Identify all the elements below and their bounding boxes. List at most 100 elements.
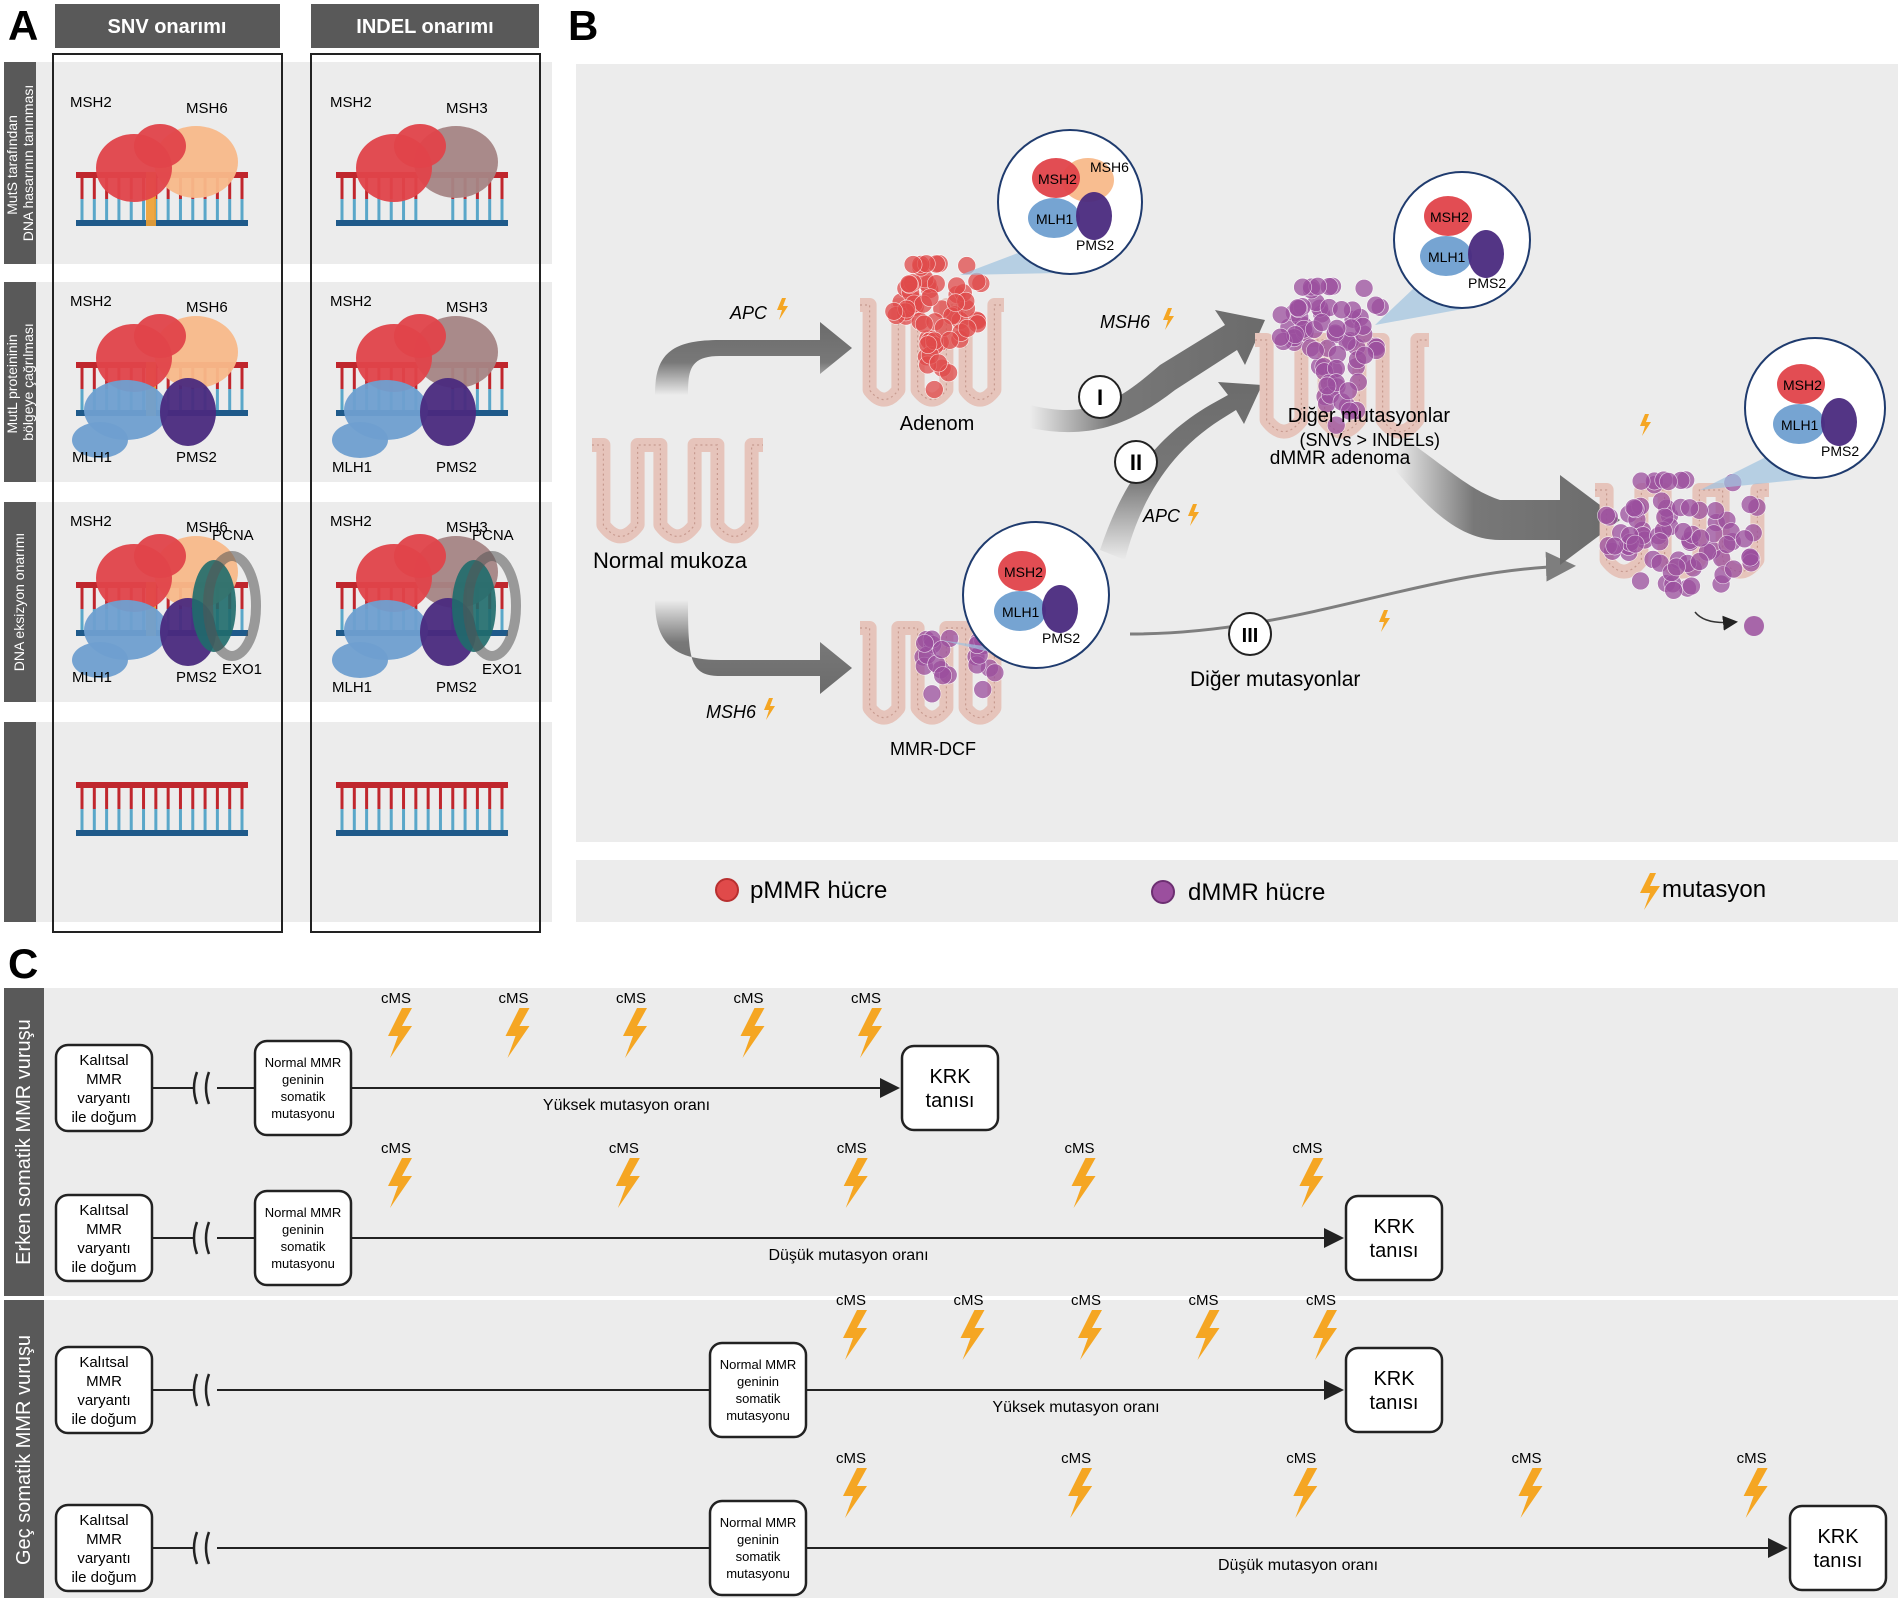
cms-mutation-icon: [388, 1008, 412, 1058]
dna-rung-bottom: [142, 199, 146, 220]
dna-rung-bottom: [178, 809, 182, 830]
dna-rung-bottom: [240, 389, 244, 410]
cell: [884, 302, 904, 321]
mlh1-protein-lobe: [72, 422, 128, 458]
dna-rung-top: [240, 368, 244, 389]
birth-box-text: varyantı: [77, 1392, 130, 1409]
snv-header-bg: [55, 4, 280, 48]
dna-rung-top: [228, 178, 232, 199]
dna-rung-bottom: [488, 389, 492, 410]
inset-circle: [997, 129, 1143, 275]
dna-bottom-strand: [76, 220, 248, 226]
arrow-to-carcinoma: [1395, 435, 1620, 565]
msh2-protein-lobe: [394, 124, 446, 168]
birth-box-text: varyantı: [77, 1550, 130, 1567]
mismatch-marker: [146, 172, 156, 226]
cms-mutation-icon: [740, 1008, 765, 1058]
dna-rung-top: [500, 588, 504, 609]
dna-rung-top: [500, 788, 504, 809]
dmmr-adenoma-column: [1315, 372, 1368, 435]
msh2-label: MSH2: [330, 94, 372, 111]
cms-event: cMS: [381, 990, 412, 1058]
krk-box-text: tanısı: [1814, 1550, 1863, 1572]
panel-b-mutation-bolts: [764, 298, 1651, 720]
dna-rung-bottom: [80, 609, 84, 630]
rate-label: Yüksek mutasyon oranı: [992, 1399, 1159, 1416]
cms-label: cMS: [1189, 1292, 1219, 1309]
other-mutations-2-line1: Diğer mutasyonlar: [1288, 405, 1451, 427]
birth-box-text: MMR: [86, 1071, 122, 1088]
msh2-label: MSH2: [70, 293, 112, 310]
cms-event: cMS: [734, 990, 765, 1058]
mlh1-label: MLH1: [72, 449, 112, 466]
dna-rung-top: [389, 788, 393, 809]
krk-box-text: KRK: [1373, 1368, 1415, 1390]
cell: [1339, 381, 1358, 401]
legend-pmmr-marker: [715, 878, 739, 902]
cms-mutation-icon: [1293, 1468, 1318, 1518]
dna-rung-top: [80, 178, 84, 199]
msh6-label-1: MSH6: [1100, 312, 1151, 332]
dna-rung-bottom: [365, 199, 369, 220]
dna-rung-bottom: [352, 199, 356, 220]
dna-rung-bottom: [215, 389, 219, 410]
cell: [946, 293, 965, 313]
cms-mutation-icon: [858, 1008, 882, 1058]
dna-rung-top: [80, 588, 84, 609]
cms-mutation-icon: [1518, 1468, 1543, 1518]
cell: [1680, 498, 1699, 518]
krk-box-text: tanısı: [1370, 1240, 1419, 1262]
dna-rung-bottom: [154, 809, 158, 830]
somatic-box-text: geninin: [737, 1532, 779, 1547]
cell: [1735, 529, 1754, 549]
cms-label: cMS: [381, 990, 411, 1007]
msh2-protein: [1032, 158, 1080, 198]
mlh1-label: MLH1: [1002, 604, 1040, 620]
inset-pointer: [1375, 287, 1476, 325]
cell: [1332, 300, 1351, 320]
mlh1-protein: [1773, 404, 1825, 444]
dna-rung-bottom: [402, 199, 406, 220]
mmr-dcf-crypts: [860, 621, 1004, 725]
inset-circle: [1393, 171, 1531, 309]
cell: [1724, 559, 1743, 579]
cell: [1624, 498, 1644, 518]
birth-box-text: ile doğum: [71, 1109, 136, 1126]
dna-rung-top: [178, 788, 182, 809]
dna-rung-bottom: [475, 809, 479, 830]
krk-box-text: KRK: [929, 1066, 971, 1088]
cell: [1659, 472, 1678, 491]
dna-rung-bottom: [105, 199, 109, 220]
adenom-pmmr-column: [917, 330, 960, 399]
birth-box-text: varyantı: [77, 1090, 130, 1107]
cell: [985, 663, 1005, 683]
pms2-protein: [420, 378, 476, 446]
dna-rung-top: [240, 788, 244, 809]
somatic-box-text: somatik: [736, 1549, 781, 1564]
snv-header: SNV onarımı: [108, 16, 227, 38]
msh2-protein-lobe: [394, 314, 446, 358]
msh2-label: MSH2: [1783, 377, 1822, 393]
msh2-protein-lobe: [134, 314, 186, 358]
dna-rung-top: [92, 788, 96, 809]
dna-rung-bottom: [80, 199, 84, 220]
pms2-label: PMS2: [436, 459, 477, 476]
dna-rung-top: [215, 788, 219, 809]
dna-rung-top: [166, 788, 170, 809]
somatic-box-text: somatik: [281, 1239, 326, 1254]
cms-event: cMS: [1061, 1450, 1093, 1518]
apc-label-1: APC: [729, 303, 768, 323]
dna-rung-top: [203, 788, 207, 809]
row1-label-bar: [4, 62, 36, 264]
dna-rung-bottom: [105, 809, 109, 830]
cell: [1650, 532, 1670, 551]
dna-ladder: [336, 782, 508, 836]
